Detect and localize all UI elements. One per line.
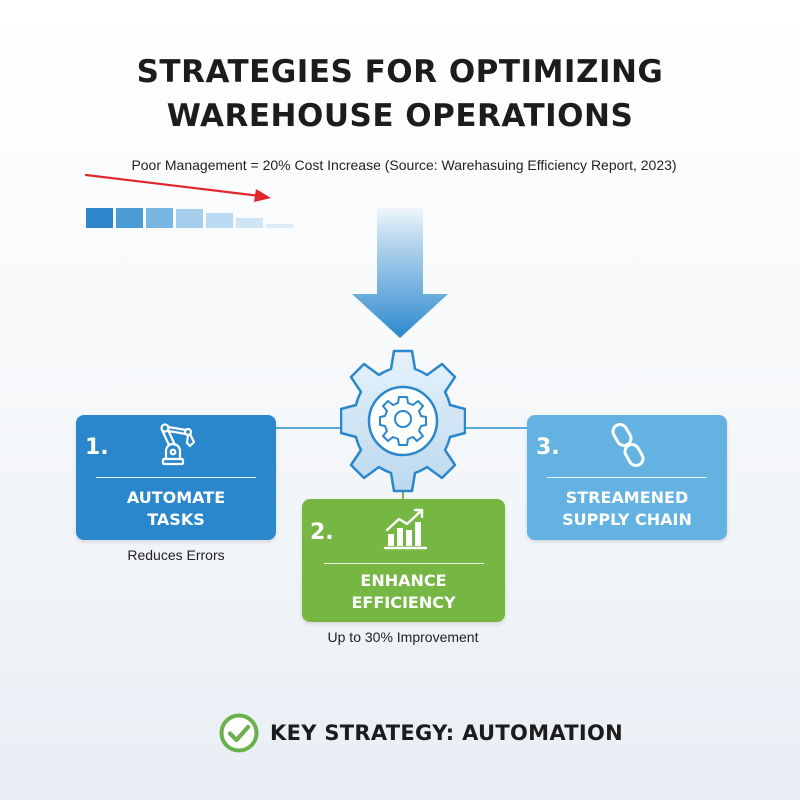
page-title-line-1: STRATEGIES FOR OPTIMIZING	[136, 54, 664, 90]
strategy-title-line-1: AUTOMATE	[126, 488, 226, 507]
strategy-title-line-2: EFFICIENCY	[351, 593, 456, 612]
key-strategy-text: KEY STRATEGY: AUTOMATION	[270, 721, 624, 745]
strategy-number: 2.	[310, 520, 334, 545]
strategy-card-supply-chain: 3. STREAMENED SUPPLY CHAIN	[527, 415, 727, 540]
decline-bar	[146, 208, 173, 228]
strategy-number: 3.	[536, 435, 560, 460]
strategy-title-line-2: SUPPLY CHAIN	[562, 510, 692, 529]
strategy-title: STREAMENED SUPPLY CHAIN	[527, 487, 727, 531]
card-divider	[324, 563, 484, 564]
strategy-card-automate: 1. AUTOMATE TASKS	[76, 415, 276, 540]
bar-chart-growth-icon	[383, 508, 428, 550]
connector-left	[276, 427, 346, 429]
key-strategy: KEY STRATEGY: AUTOMATION	[0, 712, 800, 756]
gear-icon	[340, 349, 466, 493]
card-divider	[96, 477, 256, 478]
strategy-title: AUTOMATE TASKS	[76, 487, 276, 531]
decline-bar	[176, 209, 203, 228]
page-title: STRATEGIES FOR OPTIMIZING WAREHOUSE OPER…	[0, 50, 800, 138]
card-divider	[547, 477, 707, 478]
strategy-title-line-1: ENHANCE	[360, 571, 447, 590]
strategy-title-line-1: STREAMENED	[565, 488, 689, 507]
strategy-title: ENHANCE EFFICIENCY	[302, 570, 505, 614]
cost-statistic: Poor Management = 20% Cost Increase (Sou…	[131, 157, 677, 173]
chain-link-icon	[611, 423, 645, 467]
decline-bar	[116, 208, 143, 228]
red-trend-arrow-icon	[84, 173, 271, 202]
strategy-caption: Up to 30% Improvement	[327, 629, 479, 645]
page-title-line-2: WAREHOUSE OPERATIONS	[166, 98, 634, 134]
strategy-title-line-2: TASKS	[147, 510, 205, 529]
decline-bar	[86, 208, 113, 228]
connector-down	[402, 489, 404, 501]
strategy-card-efficiency: 2. ENHANCE EFFICIENCY	[302, 499, 505, 622]
strategy-caption: Reduces Errors	[127, 547, 225, 563]
check-circle-icon	[219, 713, 259, 753]
robot-arm-icon	[160, 423, 196, 466]
decline-bar	[266, 224, 293, 228]
connector-right	[458, 427, 527, 429]
decline-bar	[206, 213, 233, 228]
decline-bar	[236, 218, 263, 228]
down-arrow-icon	[352, 208, 448, 338]
strategy-number: 1.	[85, 435, 109, 460]
